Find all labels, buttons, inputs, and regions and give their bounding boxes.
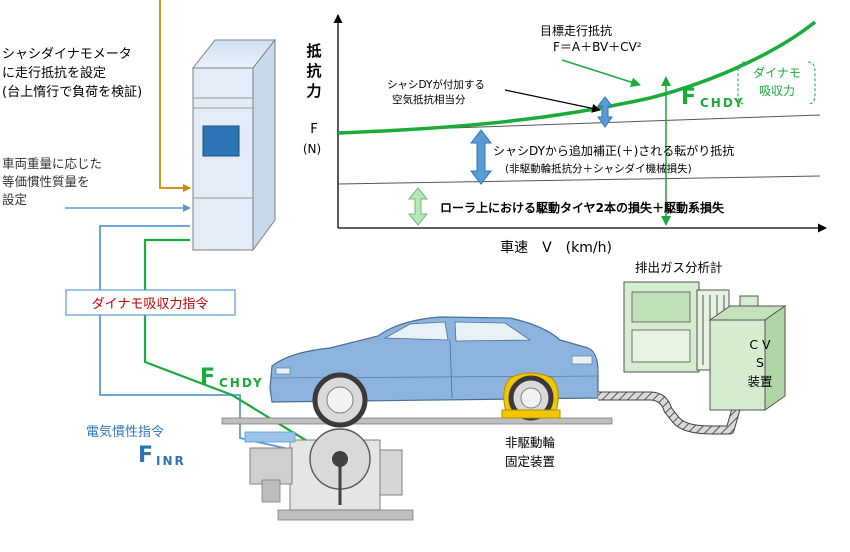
control-cabinet <box>191 38 277 252</box>
inertia-line-3: 設定 <box>2 192 27 207</box>
floor-plate <box>221 417 613 425</box>
dyno-command-box: ダイナモ吸収力指令 <box>65 289 236 316</box>
y-axis-label-char-2: 抗 <box>306 62 321 80</box>
roller-loss-label: ローラ上における駆動タイヤ2本の損失＋駆動系損失 <box>440 200 725 215</box>
dyno-absorption-line-2: 吸収力 <box>759 84 795 98</box>
chart-fchdy-subscript: CHDY <box>700 96 745 110</box>
chassis-dyno-line-3: (台上惰行で負荷を検証) <box>2 85 142 100</box>
y-unit-symbol: F <box>310 122 317 137</box>
dyno-command-label: ダイナモ吸収力指令 <box>92 297 209 312</box>
chassis-dyno-line-1: シャシダイナモメータ <box>2 47 132 62</box>
finr-symbol: F <box>138 443 153 468</box>
electric-inertia-label: 電気慣性指令 <box>86 424 164 440</box>
air-resistance-line-2: 空気抵抗相当分 <box>392 93 466 106</box>
chassis-dyno-line-2: に走行抵抗を設定 <box>2 65 106 81</box>
orange-setting-line <box>159 0 191 192</box>
dynamometer-unit <box>221 417 613 521</box>
air-resistance-leader <box>504 89 601 113</box>
green-dyno-command-line <box>143 238 326 453</box>
rolling-resistance-arrow <box>469 129 493 185</box>
target-resistance-title: 目標走行抵抗 <box>540 23 612 38</box>
rolling-resistance-line-2: (非駆動輪抵抗分＋シャシダイ機械損失) <box>505 162 692 175</box>
y-axis-label-char-3: 力 <box>306 82 321 100</box>
non-driven-line-1: 非駆動輪 <box>505 435 556 450</box>
roller-loss-arrow <box>407 187 429 226</box>
inertia-setting-text: 車両重量に応じた 等価慣性質量を 設定 <box>2 156 102 207</box>
cvs-unit <box>708 305 787 411</box>
roller-loss-baseline <box>337 175 821 185</box>
rolling-resistance-line-1: シャシDYから追加補正(＋)される転がり抵抗 <box>493 143 734 158</box>
non-driven-line-2: 固定装置 <box>505 454 555 469</box>
lower-fchdy-subscript: CHDY <box>219 376 264 390</box>
target-resistance-formula: F＝A＋BV＋CV² <box>553 40 642 54</box>
inertia-line-1: 車両重量に応じた <box>2 156 102 171</box>
exhaust-analyzer-label: 排出ガス分析計 <box>635 260 723 275</box>
cvs-line-1: C V <box>749 337 771 352</box>
inertia-line-2: 等価慣性質量を <box>2 174 90 189</box>
cvs-line-3: 装置 <box>747 374 772 389</box>
drive-wheel <box>312 372 368 428</box>
y-axis-label-char-1: 抵 <box>306 42 321 60</box>
y-unit: (N) <box>303 142 321 156</box>
target-resistance-curve <box>337 20 817 135</box>
chassis-dyno-setting-text: シャシダイナモメータ に走行抵抗を設定 (台上惰行で負荷を検証) <box>2 47 142 100</box>
lower-fchdy-symbol: F <box>200 365 215 390</box>
dyno-absorption-line-1: ダイナモ <box>753 65 801 80</box>
air-resistance-line-1: シャシDYが付加する <box>387 78 485 91</box>
exhaust-hose <box>598 391 743 435</box>
target-curve-leader <box>561 59 641 88</box>
non-driven-wheel-fixture <box>501 372 561 421</box>
chart-fchdy-symbol: F <box>681 85 696 110</box>
resistance-chart: 抵 抗 力 F (N) 車速 V (km/h) 目標走行抵抗 F＝A＋BV＋CV… <box>303 14 827 256</box>
cvs-line-2: S <box>756 355 764 370</box>
finr-subscript: INR <box>156 454 186 468</box>
cabinet-display-screen <box>202 125 240 157</box>
x-axis-label: 車速 V (km/h) <box>500 239 612 256</box>
